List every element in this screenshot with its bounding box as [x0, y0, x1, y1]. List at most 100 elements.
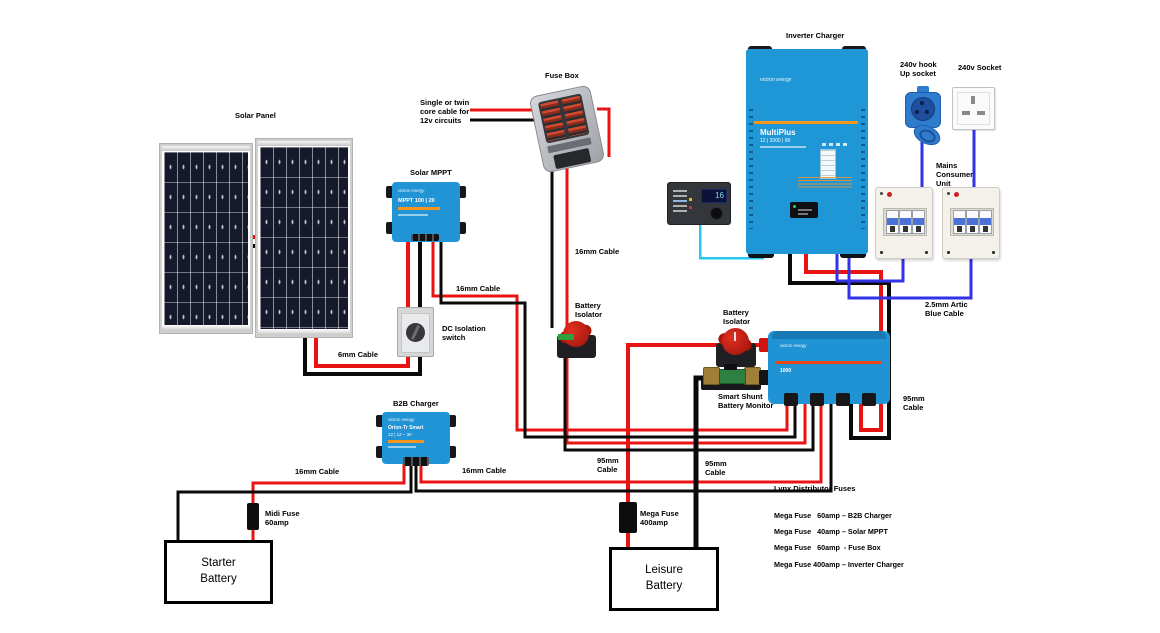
breaker-window: [883, 208, 927, 236]
b2b-terminals: [403, 457, 429, 466]
panel-frame-bar: [162, 326, 250, 331]
circuit-breaker: [899, 210, 912, 234]
orange-stripe: [754, 121, 858, 124]
b2b-body: [382, 412, 450, 464]
leisure-battery-box: Leisure Battery: [609, 547, 719, 611]
artic-blue-cable-label: 2.5mm Artic Blue Cable: [925, 300, 968, 318]
circuit-breaker: [912, 210, 925, 234]
mount-tab: [376, 446, 386, 458]
cable-boot: [810, 393, 824, 406]
breaker-window: [950, 208, 994, 236]
cable-boot: [862, 393, 876, 406]
panel-cells: [164, 152, 248, 325]
victron-logo: victron energy: [388, 417, 415, 422]
cable-16mm-left-label: 16mm Cable: [295, 467, 340, 476]
battery-isolator-1-label: Battery Isolator: [575, 301, 603, 319]
dc-isolation-switch-unit: [397, 307, 434, 357]
pin-hole: [920, 101, 924, 105]
panel-cells: [260, 147, 348, 329]
fineprint-line: [760, 146, 806, 148]
circuit-breaker: [979, 210, 992, 234]
mains-consumer-unit-label: Mains Consumer Unit: [936, 161, 974, 188]
circuit-breaker: [953, 210, 966, 234]
solar-mppt-label: Solar MPPT: [410, 168, 452, 177]
cyan-wires: [698, 224, 764, 260]
green-sticker: [558, 334, 574, 340]
panel-text-line: [798, 213, 808, 215]
lynx-fuse-item: Mega Fuse 400amp – Inverter Charger: [774, 559, 904, 569]
midi-fuse-block: [247, 503, 259, 530]
lynx-model-text: 1000: [780, 368, 792, 374]
socket-inner-plate: [957, 92, 990, 125]
hookup-socket-label: 240v hook Up socket: [900, 60, 937, 78]
socket-plate: [952, 87, 995, 130]
socket-tab: [917, 86, 929, 95]
lynx-fuse-list: Lynx Distributor Fuses Mega Fuse 60amp –…: [774, 476, 904, 577]
warning-smallprint: [798, 177, 852, 189]
mount-tab: [456, 222, 466, 234]
battery-isolator-1-unit: [554, 320, 599, 361]
cable-boot: [836, 393, 850, 406]
legend-line: [673, 205, 687, 207]
fuse-box-label: Fuse Box: [545, 71, 579, 80]
fineprint-line: [388, 446, 416, 448]
cable-16mm-mppt-label: 16mm Cable: [456, 284, 501, 293]
cable-boot: [784, 393, 798, 406]
legend-line: [673, 210, 687, 212]
earth-slot: [971, 96, 975, 104]
victron-logo: victron energy: [398, 188, 425, 193]
screw: [880, 251, 883, 254]
shunt-connector: [724, 364, 737, 370]
lynx-fuse-item: Mega Fuse 40amp – Solar MPPT: [774, 526, 888, 536]
cable-16mm-right-label: 16mm Cable: [462, 466, 507, 475]
lynx-fuse-item: Mega Fuse 60amp - Fuse Box: [774, 543, 881, 553]
lynx-distributor-unit: victron energy 1000: [759, 331, 890, 406]
screw: [947, 192, 950, 195]
circuit-breaker: [886, 210, 899, 234]
lynx-fuse-list-title: Lynx Distributor Fuses: [774, 483, 856, 493]
lynx-top-lip: [772, 331, 886, 339]
remote-display: 16: [701, 189, 727, 203]
neutral-slot: [977, 111, 985, 115]
screw: [947, 251, 950, 254]
mount-tab: [446, 446, 456, 458]
remote-knob: [710, 207, 723, 220]
lynx-body: [768, 331, 890, 404]
blue-wires: [835, 128, 976, 300]
remote-control-panel: 16: [667, 182, 731, 225]
b2b-charger-label: B2B Charger: [393, 399, 439, 408]
indicator-red: [954, 192, 959, 197]
shunt-terminal-left: [703, 367, 720, 385]
mount-tab: [386, 186, 396, 198]
cable-95mm-right-label: 95mm Cable: [903, 394, 925, 412]
mount-tab: [456, 186, 466, 198]
mega-fuse-label: Mega Fuse 400amp: [640, 509, 679, 527]
lynx-negative-stub: [759, 370, 770, 385]
battery-isolator-2-label: Battery Isolator: [723, 308, 751, 326]
smart-shunt-unit: [701, 364, 761, 392]
socket-240v-unit: [952, 87, 995, 130]
fineprint-line: [398, 214, 428, 216]
solar-panel-right: [256, 139, 352, 337]
knob-mark: [734, 332, 736, 341]
vent-slots: [861, 109, 865, 229]
icon-row: [822, 143, 850, 146]
midi-fuse-label: Midi Fuse 60amp: [265, 509, 300, 527]
starter-battery-box: Starter Battery: [164, 540, 273, 604]
cable-95mm-left-label: 95mm Cable: [597, 456, 619, 474]
vent-slots: [749, 109, 753, 229]
shunt-base: [701, 379, 761, 390]
lynx-fuse-item: Mega Fuse 60amp – B2B Charger: [774, 510, 892, 520]
mppt-model-text: MPPT 100 | 20: [398, 198, 435, 204]
led-yellow: [689, 198, 692, 201]
circuit-breaker: [966, 210, 979, 234]
inverter-body: [746, 49, 868, 254]
wiring-diagram-sticker: [820, 149, 836, 179]
hookup-socket-unit: [903, 86, 944, 150]
screw: [925, 251, 928, 254]
socket-240v-label: 240v Socket: [958, 63, 1002, 72]
legend-line: [673, 195, 687, 197]
mount-tab: [386, 222, 396, 234]
pin-hole: [915, 110, 919, 114]
inverter-charger-unit: victron energy MultiPlus 12 | 2000 | 80: [746, 46, 868, 258]
